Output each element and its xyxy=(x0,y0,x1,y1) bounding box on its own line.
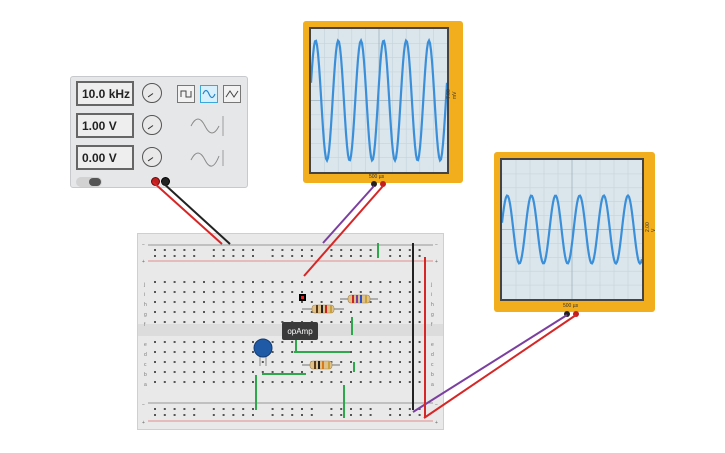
svg-text:+: + xyxy=(142,420,145,426)
svg-text:−: − xyxy=(142,242,145,248)
row-label-g: g xyxy=(144,312,147,318)
row-label-i-right: i xyxy=(431,292,433,298)
frequency-display: 10.0 kHz xyxy=(76,81,134,106)
scope2-purple-wire xyxy=(412,314,568,413)
scope-1-pos-terminal[interactable] xyxy=(380,181,386,187)
offset-diagram-icon xyxy=(190,150,224,167)
row-label-h-right: h xyxy=(431,302,434,308)
row-label-j-right: j xyxy=(431,282,433,288)
function-generator[interactable]: 10.0 kHz 1.00 V 0.00 V xyxy=(70,76,248,188)
scope-2-pos-terminal[interactable] xyxy=(573,311,579,317)
row-label-b-right: b xyxy=(431,372,434,378)
scope2-red-wire xyxy=(423,314,577,419)
row-label-b: b xyxy=(144,372,147,378)
svg-text:−: − xyxy=(142,402,145,408)
row-label-c: c xyxy=(144,362,147,368)
svg-text:+: + xyxy=(435,259,438,265)
row-label-i: i xyxy=(144,292,146,298)
oscilloscope-1-trace xyxy=(311,29,447,172)
triangle-wave-button[interactable] xyxy=(223,85,241,103)
resistor-3 xyxy=(302,360,340,370)
oscilloscope-1-time-label: 500 µs xyxy=(369,174,385,180)
capacitor xyxy=(253,338,273,366)
oscilloscope-2-time-label: 500 µs xyxy=(563,303,579,309)
oscilloscope-2[interactable]: 500 µs 2.00 V xyxy=(494,152,657,317)
row-label-f: f xyxy=(144,322,146,328)
oscilloscope-1-screen xyxy=(309,27,449,174)
row-label-e: e xyxy=(144,342,147,348)
oscilloscope-2-screen xyxy=(500,158,644,301)
power-toggle[interactable] xyxy=(76,177,102,187)
square-wave-button[interactable] xyxy=(177,85,195,103)
row-label-c-right: c xyxy=(431,362,434,368)
scope1-red-wire xyxy=(303,185,384,277)
scope-2-neg-terminal[interactable] xyxy=(564,311,570,317)
svg-text:+: + xyxy=(142,259,145,265)
row-label-a-right: a xyxy=(431,382,434,388)
opamp-chip[interactable]: opAmp xyxy=(282,322,318,340)
resistor-1 xyxy=(302,304,344,314)
sine-wave-icon xyxy=(202,89,216,99)
row-label-j: j xyxy=(144,282,146,288)
oscilloscope-1[interactable]: 500 µs 7.00 mV xyxy=(303,21,463,187)
offset-display: 0.00 V xyxy=(76,145,134,170)
row-label-f-right: f xyxy=(431,322,433,328)
row-label-d: d xyxy=(144,352,147,358)
row-label-d-right: d xyxy=(431,352,434,358)
frequency-knob[interactable] xyxy=(142,83,162,103)
square-wave-icon xyxy=(180,90,192,98)
row-label-g-right: g xyxy=(431,312,434,318)
offset-knob[interactable] xyxy=(142,147,162,167)
svg-text:+: + xyxy=(435,420,438,426)
amplitude-diagram-icon xyxy=(190,116,224,136)
amplitude-knob[interactable] xyxy=(142,115,162,135)
scope-1-neg-terminal[interactable] xyxy=(371,181,377,187)
fg-red-wire xyxy=(152,181,223,245)
row-label-e-right: e xyxy=(431,342,434,348)
svg-text:−: − xyxy=(435,242,438,248)
triangle-wave-icon xyxy=(225,90,239,98)
row-label-a: a xyxy=(144,382,147,388)
svg-text:−: − xyxy=(435,402,438,408)
fg-black-wire xyxy=(161,181,231,245)
oscilloscope-2-trace xyxy=(502,160,642,299)
resistor-2 xyxy=(340,294,378,304)
row-label-h: h xyxy=(144,302,147,308)
green-jumpers xyxy=(255,243,379,418)
scope1-purple-wire xyxy=(322,185,375,244)
amplitude-display: 1.00 V xyxy=(76,113,134,138)
sine-wave-button[interactable] xyxy=(200,85,218,103)
